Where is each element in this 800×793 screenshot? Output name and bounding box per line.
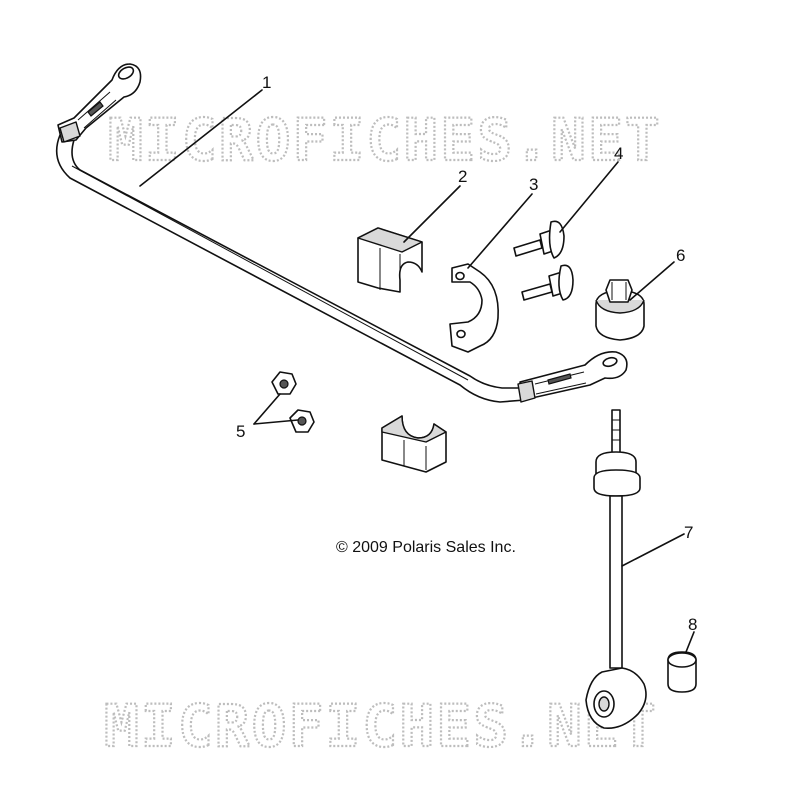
bushing-upper[interactable] [357,227,423,293]
bolt-upper[interactable] [513,220,565,259]
mount-bushing[interactable] [595,279,645,341]
stabilizer-bar[interactable] [55,63,628,403]
bushing-bracket[interactable] [449,263,499,353]
callout-6: 6 [676,246,685,265]
callout-2: 2 [458,167,467,186]
copyright-notice: © 2009 Polaris Sales Inc. [336,539,516,556]
callout-7: 7 [684,523,693,542]
leader-lines [139,89,695,653]
spacer[interactable] [667,651,697,693]
bushing-lower[interactable] [381,415,447,473]
callout-4: 4 [614,144,623,163]
nut-upper[interactable] [271,371,297,395]
bolt-lower[interactable] [521,264,574,301]
callout-3: 3 [529,175,538,194]
callout-5: 5 [236,422,245,441]
nut-lower[interactable] [289,409,315,433]
callout-8: 8 [688,615,697,634]
callout-1: 1 [262,73,271,92]
watermark-bottom: MICROFICHES.NET [104,692,658,760]
watermark-top: MICROFICHES.NET [108,106,662,174]
stabilizer-link[interactable] [585,409,647,730]
